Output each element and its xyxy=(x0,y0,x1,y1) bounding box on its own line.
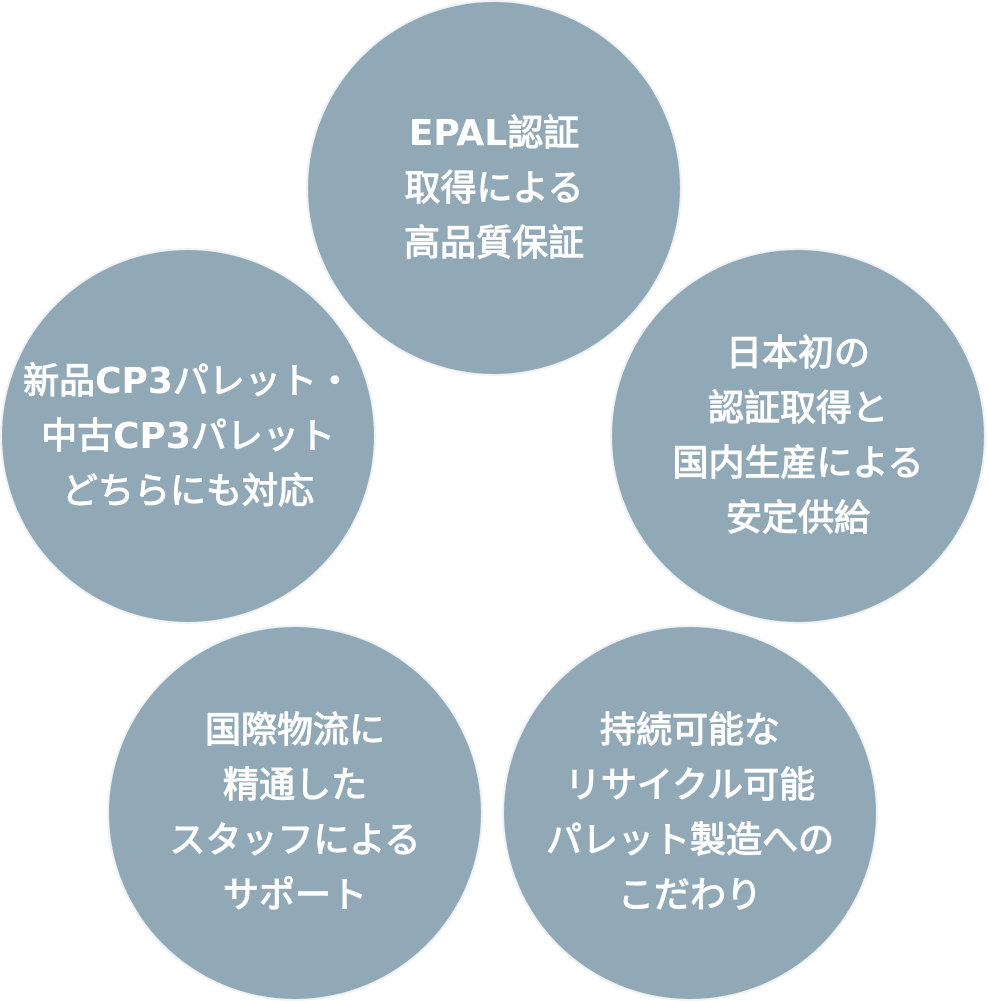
feature-line: EPAL認証 xyxy=(408,112,580,154)
feature-line: 持続可能な xyxy=(599,710,780,751)
feature-line: こだわり xyxy=(617,875,762,916)
feature-line: どちらにも対応 xyxy=(61,470,314,512)
feature-line: 中古CP3パレット xyxy=(41,415,335,457)
feature-line: 取得による xyxy=(404,167,584,209)
feature-circle-logistics-support: 国際物流に 精通した スタッフによる サポート xyxy=(109,627,481,999)
feature-line: スタッフによる xyxy=(169,820,421,861)
feature-line: 認証取得と xyxy=(707,388,888,429)
feature-line: 新品CP3パレット・ xyxy=(23,360,353,402)
feature-line: 安定供給 xyxy=(725,498,870,539)
feature-label: 国際物流に 精通した スタッフによる サポート xyxy=(170,703,421,923)
feature-circle-stable-supply: 日本初の 認証取得と 国内生産による 安定供給 xyxy=(612,250,984,622)
feature-line: 国内生産による xyxy=(672,443,924,484)
feature-line: リサイクル可能 xyxy=(564,765,816,806)
feature-line: 日本初の xyxy=(725,333,870,374)
feature-label: 日本初の 認証取得と 国内生産による 安定供給 xyxy=(673,326,924,546)
feature-label: 新品CP3パレット・ 中古CP3パレット どちらにも対応 xyxy=(23,354,353,519)
feature-circle-new-and-used: 新品CP3パレット・ 中古CP3パレット どちらにも対応 xyxy=(2,250,374,622)
feature-line: 精通した xyxy=(222,765,367,806)
feature-circle-epal-quality: EPAL認証 取得による 高品質保証 xyxy=(308,2,680,374)
feature-line: パレット製造への xyxy=(545,820,834,861)
feature-line: 高品質保証 xyxy=(403,222,584,264)
feature-line: サポート xyxy=(222,875,367,916)
feature-label: 持続可能な リサイクル可能 パレット製造への こだわり xyxy=(546,703,834,923)
feature-circle-recyclable: 持続可能な リサイクル可能 パレット製造への こだわり xyxy=(504,627,876,999)
feature-label: EPAL認証 取得による 高品質保証 xyxy=(404,106,584,271)
feature-line: 国際物流に xyxy=(204,710,385,751)
